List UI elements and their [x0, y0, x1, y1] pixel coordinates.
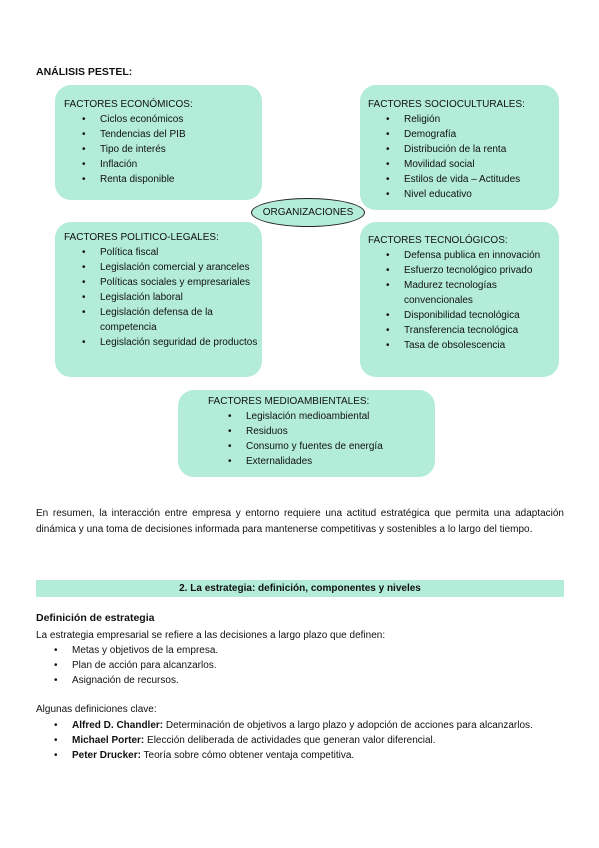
list-item: Asignación de recursos.	[54, 673, 218, 688]
subsection-heading: Definición de estrategia	[36, 612, 155, 624]
list-item: Demografía	[386, 127, 559, 142]
technological-factors-box: FACTORES TECNOLÓGICOS: Defensa publica e…	[360, 222, 559, 377]
list-item: Movilidad social	[386, 157, 559, 172]
definition-author: Michael Porter:	[72, 735, 145, 746]
list-item: Residuos	[228, 424, 435, 439]
list-item: Legislación defensa de la competencia	[82, 305, 260, 335]
definition-item: Michael Porter: Elección deliberada de a…	[54, 733, 564, 748]
environmental-factors-heading: FACTORES MEDIOAMBIENTALES:	[208, 396, 370, 407]
list-item: Externalidades	[228, 454, 435, 469]
list-item: Tipo de interés	[82, 142, 262, 157]
summary-paragraph: En resumen, la interacción entre empresa…	[36, 508, 564, 535]
list-item: Políticas sociales y empresariales	[82, 275, 260, 290]
definition-item: Peter Drucker: Teoría sobre cómo obtener…	[54, 748, 564, 763]
definition-text: Determinación de objetivos a largo plazo…	[163, 720, 533, 731]
technological-factors-list: Defensa publica en innovación Esfuerzo t…	[386, 248, 554, 353]
list-item: Disponibilidad tecnológica	[386, 308, 554, 323]
list-item: Defensa publica en innovación	[386, 248, 554, 263]
definition-author: Peter Drucker:	[72, 750, 141, 761]
definition-author: Alfred D. Chandler:	[72, 720, 164, 731]
environmental-factors-list: Legislación medioambiental Residuos Cons…	[228, 409, 435, 469]
intro-text: La estrategia empresarial se refiere a l…	[36, 630, 386, 641]
environmental-factors-box: FACTORES MEDIOAMBIENTALES: Legislación m…	[178, 390, 435, 477]
technological-factors-heading: FACTORES TECNOLÓGICOS:	[368, 235, 508, 246]
economic-factors-list: Ciclos económicos Tendencias del PIB Tip…	[82, 112, 262, 187]
section-title-band: 2. La estrategia: definición, componente…	[36, 580, 564, 597]
sociocultural-factors-heading: FACTORES SOCIOCULTURALES:	[368, 99, 525, 110]
list-item: Legislación seguridad de productos	[82, 335, 260, 350]
list-item: Metas y objetivos de la empresa.	[54, 643, 218, 658]
political-legal-factors-heading: FACTORES POLITICO-LEGALES:	[64, 232, 219, 243]
economic-factors-heading: FACTORES ECONÓMICOS:	[64, 99, 193, 110]
list-item: Inflación	[82, 157, 262, 172]
list-item: Distribución de la renta	[386, 142, 559, 157]
list-item: Transferencia tecnológica	[386, 323, 554, 338]
list-item: Legislación comercial y aranceles	[82, 260, 260, 275]
list-item: Tasa de obsolescencia	[386, 338, 554, 353]
definition-item: Alfred D. Chandler: Determinación de obj…	[54, 718, 564, 733]
organizations-ellipse: ORGANIZACIONES	[251, 198, 365, 227]
list-item: Consumo y fuentes de energía	[228, 439, 435, 454]
definition-text: Teoría sobre cómo obtener ventaja compet…	[140, 750, 355, 761]
list-item: Ciclos económicos	[82, 112, 262, 127]
definition-text: Elección deliberada de actividades que g…	[144, 735, 436, 746]
list-item: Renta disponible	[82, 172, 262, 187]
list-item: Madurez tecnologías convencionales	[386, 278, 554, 308]
definitions-list: Alfred D. Chandler: Determinación de obj…	[54, 718, 564, 763]
list-item: Nivel educativo	[386, 187, 559, 202]
page-heading: ANÁLISIS PESTEL:	[36, 66, 133, 78]
list-item: Esfuerzo tecnológico privado	[386, 263, 554, 278]
list-item: Política fiscal	[82, 245, 260, 260]
definitions-intro: Algunas definiciones clave:	[36, 704, 157, 715]
political-legal-factors-list: Política fiscal Legislación comercial y …	[82, 245, 260, 350]
list-item: Estilos de vida – Actitudes	[386, 172, 559, 187]
sociocultural-factors-list: Religión Demografía Distribución de la r…	[386, 112, 559, 202]
list-item: Legislación laboral	[82, 290, 260, 305]
economic-factors-box: FACTORES ECONÓMICOS: Ciclos económicos T…	[55, 85, 262, 200]
list-item: Religión	[386, 112, 559, 127]
sociocultural-factors-box: FACTORES SOCIOCULTURALES: Religión Demog…	[360, 85, 559, 210]
list-item: Legislación medioambiental	[228, 409, 435, 424]
list-item: Tendencias del PIB	[82, 127, 262, 142]
list-item: Plan de acción para alcanzarlos.	[54, 658, 218, 673]
strategy-elements-list: Metas y objetivos de la empresa. Plan de…	[54, 643, 218, 688]
political-legal-factors-box: FACTORES POLITICO-LEGALES: Política fisc…	[55, 222, 262, 377]
